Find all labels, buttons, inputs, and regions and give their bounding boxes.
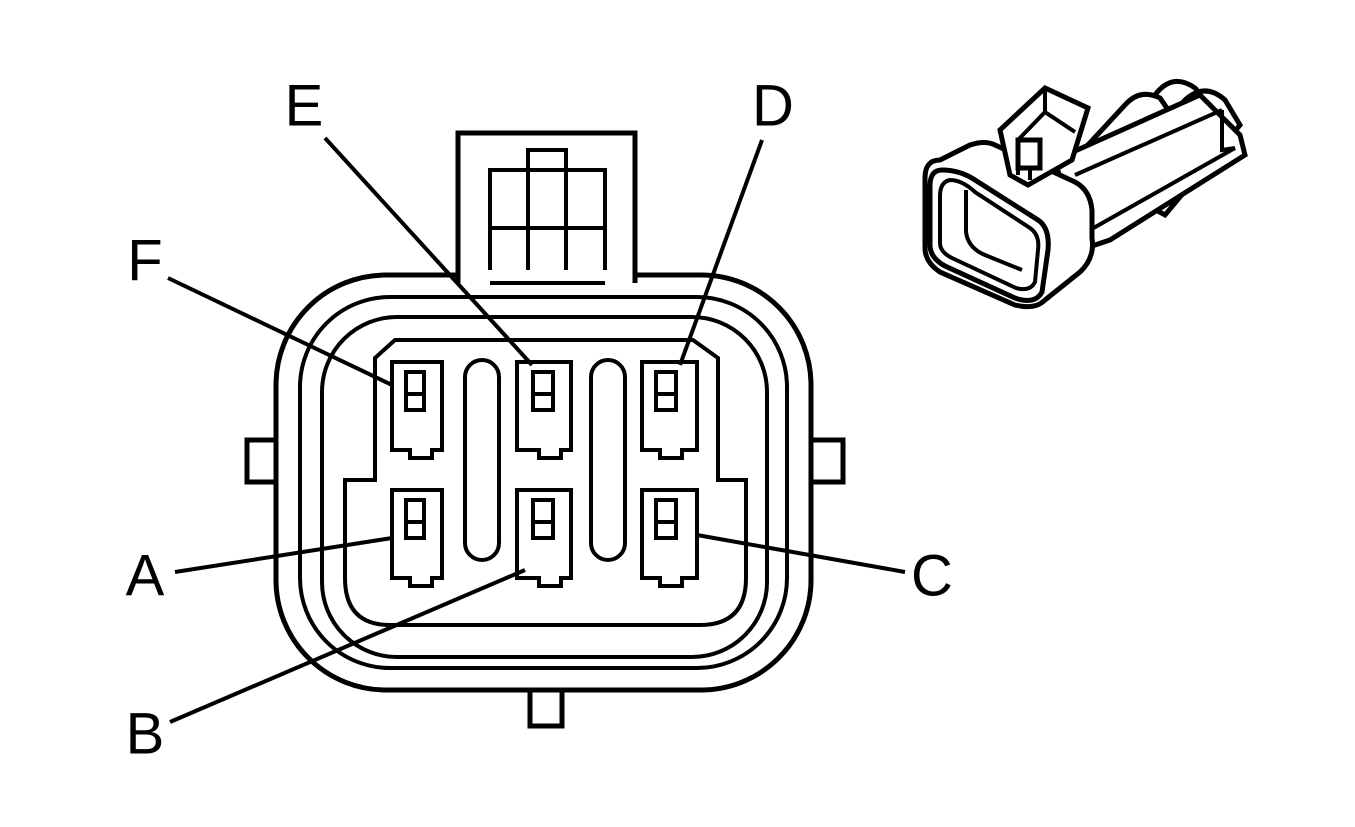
pin-cavity-D [640, 360, 699, 460]
outer-housing [273, 272, 814, 693]
inner-wall [320, 315, 769, 659]
separator-slot-left [463, 358, 501, 562]
pin-cavity-E [515, 360, 573, 460]
pin-label-F: F [127, 228, 162, 293]
pin-cavity-F [390, 360, 444, 460]
pin-label-D: D [752, 73, 794, 138]
pin-cavity-B [515, 488, 573, 588]
leader-line-F [167, 276, 393, 387]
pin-label-C: C [911, 543, 953, 608]
pin-labels: F E D A B C [126, 73, 953, 766]
pin-label-A: A [126, 543, 165, 608]
leader-line-A [174, 536, 393, 574]
connector-isometric-illustration [922, 78, 1248, 310]
connector-face [244, 130, 846, 729]
pin-cavity-C [640, 488, 699, 588]
leader-line-C [696, 533, 906, 574]
inner-seal-ring [298, 295, 789, 670]
separator-slot-right [589, 358, 627, 562]
leader-line-B [169, 568, 526, 724]
terminal-block [343, 338, 748, 627]
leader-line-E [323, 136, 534, 367]
leader-lines [167, 136, 906, 724]
bottom-key [527, 685, 565, 729]
pin-label-E: E [285, 73, 324, 138]
pin-cavity-A [390, 488, 444, 588]
leader-line-D [678, 139, 764, 366]
pin-label-B: B [126, 701, 165, 766]
locking-tab [455, 130, 638, 286]
